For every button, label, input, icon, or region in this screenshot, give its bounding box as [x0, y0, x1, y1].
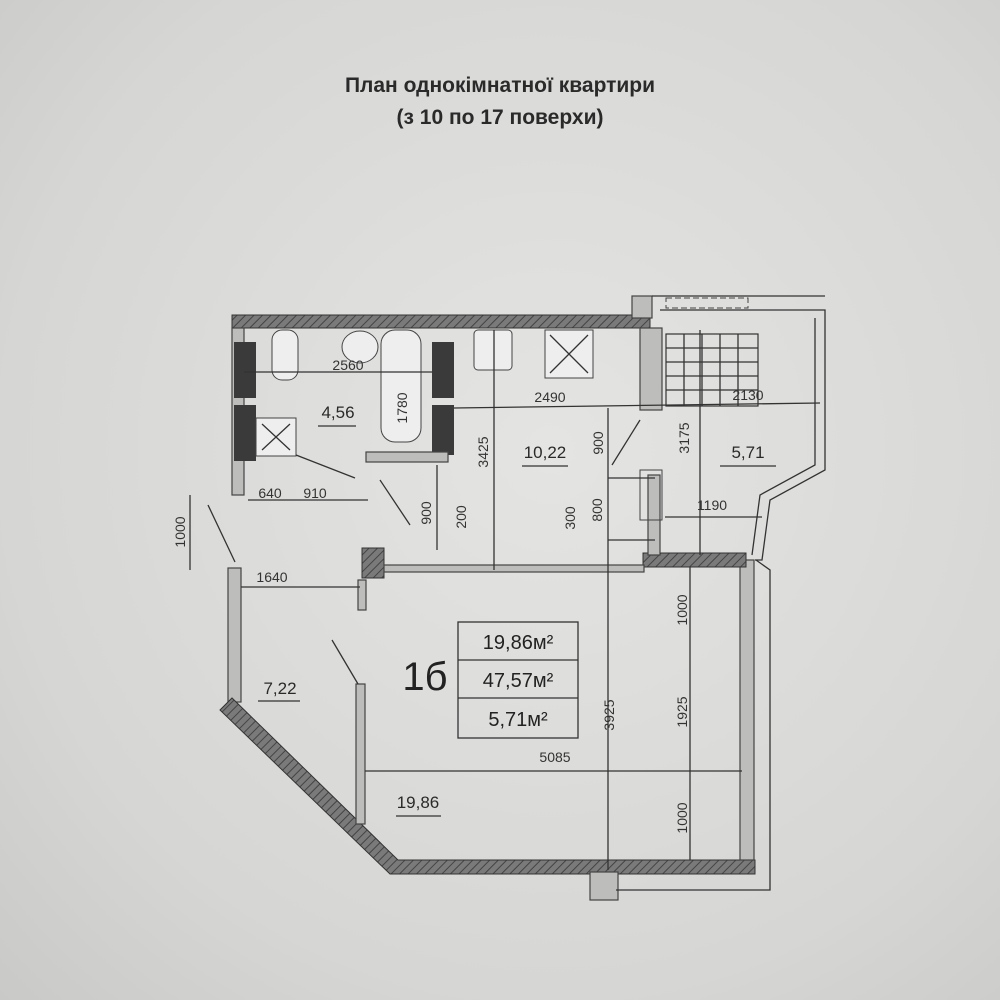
dim-1640: 1640	[256, 569, 287, 585]
dimension-labels: 2560 1780 2490 2130 3425 900 3175 640 91…	[172, 357, 764, 834]
kitchen-sink-icon	[473, 329, 513, 371]
washbasin-icon	[341, 330, 379, 364]
balcony-outline	[616, 295, 826, 891]
bathtub-icon	[380, 329, 422, 443]
dim-1190: 1190	[697, 497, 727, 513]
dim-800: 800	[589, 498, 605, 522]
dim-2490: 2490	[534, 389, 565, 405]
dim-5085: 5085	[539, 749, 570, 765]
dim-1000-top: 1000	[674, 594, 690, 625]
living-area: 19,86м²	[483, 632, 554, 654]
room-area-bathroom: 4,56	[321, 403, 354, 422]
dim-1780: 1780	[394, 392, 410, 423]
dim-2560: 2560	[332, 357, 363, 373]
plan-title: План однокімнатної квартири	[344, 74, 656, 97]
tile-grid	[665, 333, 759, 407]
dim-900-door: 900	[418, 501, 434, 525]
room-area-kitchen: 10,22	[524, 443, 567, 462]
room-area-living: 19,86	[397, 793, 440, 812]
walls	[219, 295, 756, 901]
dim-2130: 2130	[732, 387, 763, 403]
toilet-icon	[271, 329, 299, 381]
cabinet	[234, 342, 256, 398]
dim-1925: 1925	[674, 696, 690, 727]
dim-3425: 3425	[475, 436, 491, 467]
unit-number: 1б	[402, 655, 447, 699]
dim-3925: 3925	[601, 699, 617, 730]
balcony-area: 5,71м²	[488, 709, 548, 731]
dim-910: 910	[303, 485, 327, 501]
cabinet	[432, 342, 454, 398]
room-area-balcony: 5,71	[731, 443, 764, 462]
cabinet	[234, 405, 256, 461]
dim-1000-hall: 1000	[172, 516, 188, 547]
cabinet	[432, 405, 454, 455]
fixtures	[234, 329, 663, 521]
dim-640: 640	[258, 485, 282, 501]
total-area: 47,57м²	[483, 670, 554, 692]
dim-900: 900	[590, 431, 606, 455]
dim-200: 200	[453, 505, 469, 529]
area-summary: 1б 19,86м² 47,57м² 5,71м²	[402, 621, 579, 739]
dim-300: 300	[562, 506, 578, 530]
dim-1000-bottom: 1000	[674, 802, 690, 833]
room-area-hall: 7,22	[263, 679, 296, 698]
dim-3175: 3175	[676, 422, 692, 453]
plan-subtitle: (з 10 по 17 поверхи)	[396, 106, 604, 129]
dimension-lines	[189, 330, 821, 870]
room-areas: 4,56 10,22 5,71 7,22 19,86	[258, 403, 776, 817]
